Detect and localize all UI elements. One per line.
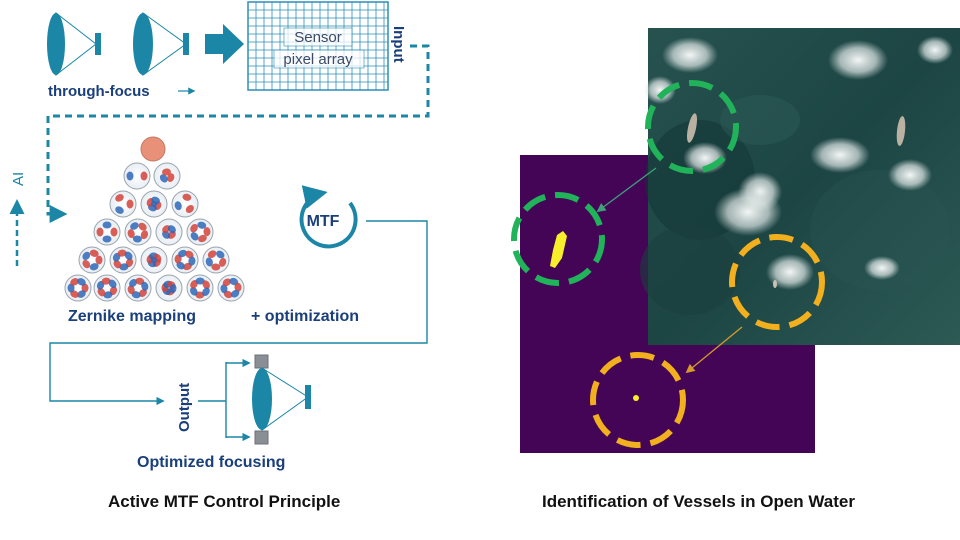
input-label: Input <box>390 26 407 63</box>
zernike-mode-6 <box>93 218 121 246</box>
input-dashed-path <box>46 44 430 223</box>
active-mtf-diagram: through-focus Sensor pixel array Input A… <box>9 1 430 471</box>
vessel-mask-orange <box>633 395 639 401</box>
zernike-mode-16 <box>93 274 121 302</box>
zernike-mode-9 <box>186 218 214 246</box>
sensor-bar-1 <box>95 33 101 55</box>
lens-pair-2 <box>133 12 189 76</box>
vessel-mask-green <box>550 231 567 268</box>
zernike-mode-11 <box>109 246 137 274</box>
zernike-mode-8 <box>155 218 183 246</box>
zernike-mode-2 <box>153 162 181 190</box>
vessel-3 <box>773 280 777 288</box>
zernike-label: Zernike mapping <box>68 308 196 325</box>
zernike-mode-5 <box>171 190 199 218</box>
optimized-focusing-label: Optimized focusing <box>137 454 285 471</box>
zernike-pyramid <box>64 136 245 302</box>
left-caption: Active MTF Control Principle <box>108 492 341 511</box>
mtf-circular-arrow <box>299 185 358 249</box>
zernike-mode-13 <box>171 246 199 274</box>
zernike-mode-17 <box>124 274 152 302</box>
right-caption: Identification of Vessels in Open Water <box>542 492 855 511</box>
output-label: Output <box>176 383 193 432</box>
zernike-mode-4 <box>140 190 168 218</box>
zernike-piston <box>140 136 166 162</box>
green-detection-circle-mask <box>511 192 605 286</box>
sensor-pixel-array: Sensor pixel array <box>247 1 389 91</box>
optimized-light-cone <box>261 367 309 431</box>
zernike-mode-19 <box>186 274 214 302</box>
optimized-lens-assembly <box>198 354 311 445</box>
optimization-label: + optimization <box>251 308 359 325</box>
through-focus-label: through-focus <box>48 83 150 100</box>
zernike-mode-14 <box>202 246 230 274</box>
green-detection-circle-satellite <box>645 80 739 174</box>
green-connector-arrow <box>596 167 657 213</box>
vessel-2 <box>896 116 906 146</box>
zernike-mode-7 <box>124 218 152 246</box>
zernike-mode-1 <box>123 162 151 190</box>
optimized-sensor-bar <box>305 385 311 409</box>
satellite-image <box>640 28 960 345</box>
zernike-mode-18 <box>155 274 183 302</box>
orange-connector-arrow <box>685 326 743 374</box>
orange-detection-circle-mask <box>590 352 686 448</box>
light-cone-2 <box>142 12 187 76</box>
orange-detection-circle-satellite <box>729 234 825 330</box>
zernike-mode-10 <box>78 246 106 274</box>
light-cone-1 <box>55 11 97 77</box>
sensor-bar-2 <box>183 33 189 55</box>
vessel-1 <box>686 113 698 143</box>
actuator-bottom <box>254 430 269 445</box>
sensor-label-line1: Sensor <box>294 29 342 46</box>
lens-pair-1 <box>47 11 101 77</box>
sensor-label-line2: pixel array <box>283 51 353 68</box>
mtf-loop: MTF <box>299 185 358 249</box>
vessel-identification-figure <box>511 28 960 453</box>
ai-label: AI <box>10 172 27 186</box>
mtf-label: MTF <box>307 213 340 230</box>
actuator-top <box>254 354 269 369</box>
zernike-mode-15 <box>64 274 92 302</box>
zernike-mode-20 <box>217 274 245 302</box>
block-arrow <box>205 24 244 64</box>
output-feedback-line <box>49 220 428 406</box>
zernike-mode-12 <box>140 246 168 274</box>
zernike-mode-3 <box>109 190 137 218</box>
